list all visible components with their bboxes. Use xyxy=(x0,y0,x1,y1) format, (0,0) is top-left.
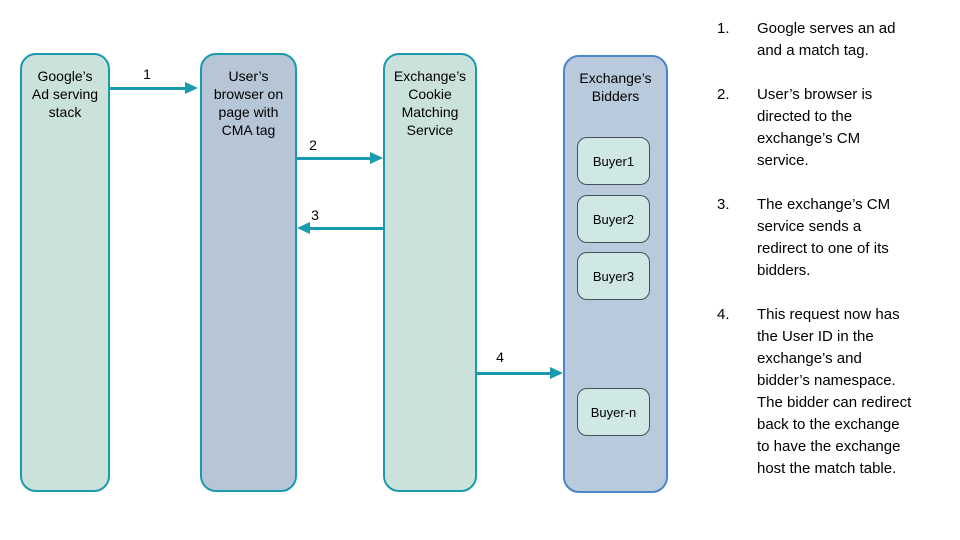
step-text: User’s browser is directed to the exchan… xyxy=(757,86,873,169)
flow-arrow-2 xyxy=(297,152,383,164)
buyer-chip-2: Buyer2 xyxy=(577,195,650,243)
buyer-chip-n: Buyer-n xyxy=(577,388,650,436)
step-item-4: 4. This request now has the User ID in t… xyxy=(703,304,917,480)
arrowhead-right-icon xyxy=(185,82,198,94)
step-number: 1. xyxy=(717,20,730,37)
arrow-line xyxy=(297,157,372,160)
arrowhead-right-icon xyxy=(370,152,383,164)
step-text: The exchange’s CM service sends a redire… xyxy=(757,196,891,279)
arrowhead-right-icon xyxy=(550,367,563,379)
steps-list: 1. Google serves an ad and a match tag. … xyxy=(703,18,917,480)
step-number: 3. xyxy=(717,196,730,213)
step-item-2: 2. User’s browser is directed to the exc… xyxy=(703,84,917,172)
node-exchange-bidders: Exchange’s Bidders Buyer1 Buyer2 Buyer3 … xyxy=(563,55,668,493)
buyer-label: Buyer1 xyxy=(592,153,635,169)
arrow-label-3: 3 xyxy=(311,207,319,223)
node-title: Exchange’s Cookie Matching Service xyxy=(393,68,467,138)
arrow-line xyxy=(308,227,383,230)
step-text: Google serves an ad and a match tag. xyxy=(757,20,896,59)
buyer-label: Buyer3 xyxy=(592,268,635,284)
buyer-chip-1: Buyer1 xyxy=(577,137,650,185)
arrow-label-1: 1 xyxy=(143,66,151,82)
node-google-ad-serving-stack: Google’s Ad serving stack xyxy=(20,53,110,492)
arrow-label-2: 2 xyxy=(309,137,317,153)
node-user-browser: User’s browser on page with CMA tag xyxy=(200,53,297,492)
arrow-line xyxy=(110,87,187,90)
buyer-label: Buyer-n xyxy=(590,404,637,420)
node-title: Exchange’s Bidders xyxy=(579,70,652,104)
node-title: Google’s Ad serving stack xyxy=(31,68,99,120)
arrow-line xyxy=(477,372,552,375)
step-number: 2. xyxy=(717,86,730,103)
step-item-3: 3. The exchange’s CM service sends a red… xyxy=(703,194,917,282)
step-text: This request now has the User ID in the … xyxy=(757,306,912,477)
buyer-chip-3: Buyer3 xyxy=(577,252,650,300)
buyer-label: Buyer2 xyxy=(592,211,635,227)
step-number: 4. xyxy=(717,306,730,323)
flow-arrow-1 xyxy=(110,82,198,94)
arrowhead-left-icon xyxy=(297,222,310,234)
node-title: User’s browser on page with CMA tag xyxy=(213,68,284,138)
node-cookie-matching-service: Exchange’s Cookie Matching Service xyxy=(383,53,477,492)
step-item-1: 1. Google serves an ad and a match tag. xyxy=(703,18,917,62)
flow-arrow-3 xyxy=(297,222,383,234)
arrow-label-4: 4 xyxy=(496,349,504,365)
flow-arrow-4 xyxy=(477,367,563,379)
